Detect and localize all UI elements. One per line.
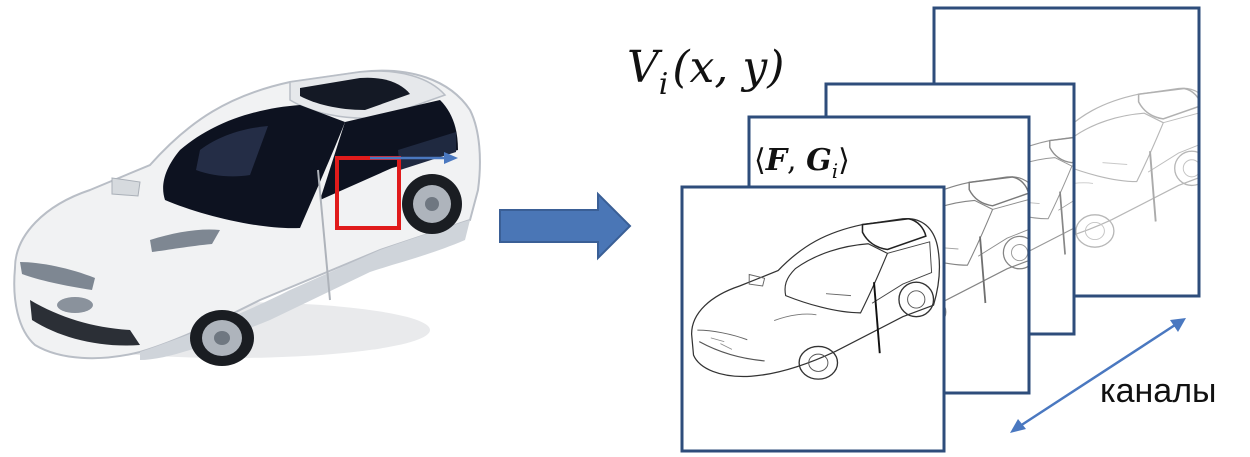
car-photo bbox=[14, 71, 480, 366]
feature-map-1 bbox=[682, 187, 944, 451]
right-block-arrow bbox=[500, 194, 630, 258]
formula-v-i: Vi(x, y) bbox=[627, 42, 784, 102]
channels-label: каналы bbox=[1100, 372, 1217, 410]
